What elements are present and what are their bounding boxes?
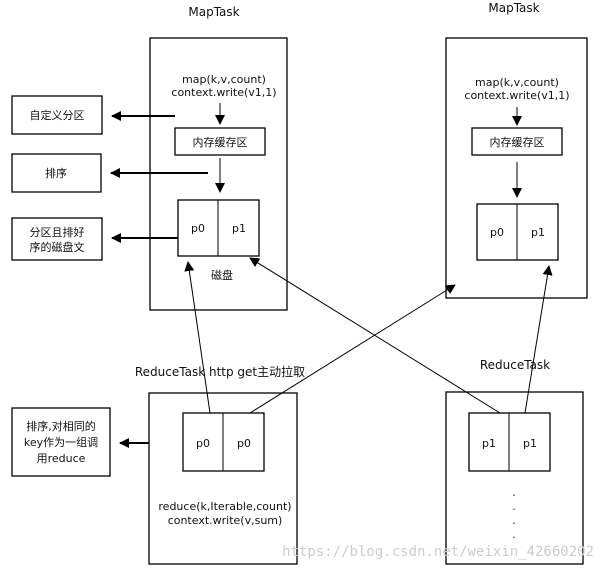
sorted-file-box <box>11 217 103 261</box>
map-task-right: MapTask map(k,v,count) context.write(v1,… <box>445 1 588 299</box>
map-task-left: MapTask map(k,v,count) context.write(v1,… <box>149 5 288 311</box>
map-right-code-line2: context.write(v1,1) <box>464 89 569 102</box>
custom-partition-label: 自定义分区 <box>30 108 85 122</box>
map-right-p1: p1 <box>531 226 545 239</box>
reduce-left-code-line1: reduce(k,Iterable,count) <box>158 500 291 513</box>
map-left-buffer-label: 内存缓存区 <box>193 135 248 149</box>
group-line3: 用reduce <box>37 452 86 465</box>
map-left-buffer-box <box>174 127 266 156</box>
group-reduce-box <box>11 407 111 477</box>
map-task-left-title: MapTask <box>188 5 239 19</box>
sort-box <box>11 153 102 193</box>
reduce-task-left-title: ReduceTask http get主动拉取 <box>135 364 305 379</box>
reduce-right-dot-1: · <box>512 489 516 502</box>
map-task-right-title: MapTask <box>488 1 539 15</box>
map-left-code-line1: map(k,v,count) <box>182 73 266 86</box>
reduce-left-p0-b: p0 <box>237 437 251 450</box>
map-left-p1: p1 <box>232 222 246 235</box>
reduce-task-left: ReduceTask http get主动拉取 p0 p0 reduce(k,I… <box>135 364 305 565</box>
reduce-right-dot-3: · <box>512 517 516 530</box>
arrow-reduce-right-pull-right-p1 <box>524 265 553 414</box>
reduce-task-right-title: ReduceTask <box>480 358 550 372</box>
reduce-left-p0-a: p0 <box>196 437 210 450</box>
map-left-code-line2: context.write(v1,1) <box>171 86 276 99</box>
sort-label: 排序 <box>45 166 67 180</box>
map-right-p0: p0 <box>490 226 504 239</box>
arrow-reduce-left-pull-left-p0 <box>184 261 211 414</box>
reduce-task-right: ReduceTask p1 p1 · · · · <box>445 358 584 565</box>
map-right-buffer-box <box>471 127 563 156</box>
sorted-file-line1: 分区且排好 <box>30 225 85 239</box>
group-line2: key作为一组调 <box>24 435 98 449</box>
custom-partition-box <box>11 95 103 135</box>
map-left-p0: p0 <box>191 222 205 235</box>
arrow-reduce-right-pull-left-p1 <box>249 257 501 414</box>
reduce-right-p1-a: p1 <box>482 437 496 450</box>
side-notes: 自定义分区 排序 分区且排好 序的磁盘文 排序,对相同的 key作为一组调 用r… <box>11 95 208 477</box>
reduce-right-dot-4: · <box>512 531 516 544</box>
group-line1: 排序,对相同的 <box>26 419 96 433</box>
shuffle-arrows <box>184 257 553 414</box>
arrow-reduce-left-pull-right-p0 <box>249 284 456 414</box>
sorted-file-line2: 序的磁盘文 <box>30 240 85 254</box>
reduce-right-p1-b: p1 <box>523 437 537 450</box>
watermark: https://blog.csdn.net/weixin_42660202 <box>282 544 594 560</box>
map-right-code-line1: map(k,v,count) <box>475 76 559 89</box>
reduce-right-dot-2: · <box>512 503 516 516</box>
map-left-disk-label: 磁盘 <box>211 268 233 282</box>
reduce-left-code-line2: context.write(v,sum) <box>168 514 283 527</box>
map-right-buffer-label: 内存缓存区 <box>490 135 545 149</box>
